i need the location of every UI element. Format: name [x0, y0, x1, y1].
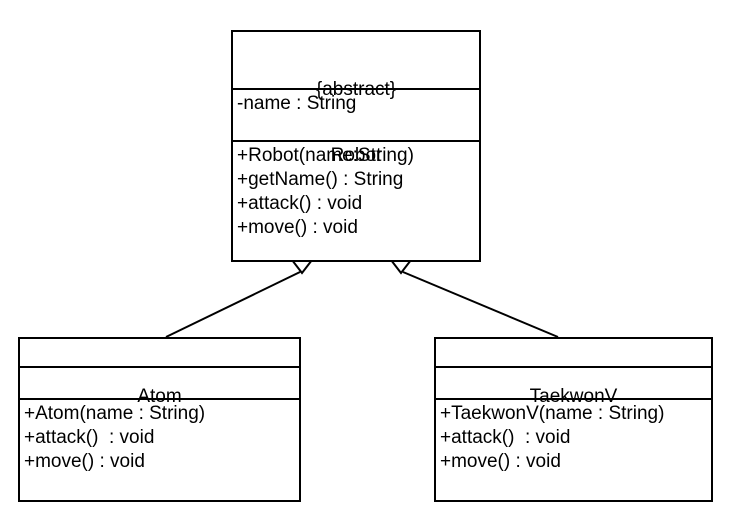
method-item: +Atom(name : String) [24, 403, 206, 424]
method-item: +TaekwonV(name : String) [440, 403, 665, 424]
class-name-atom: Atom [137, 386, 182, 407]
class-methods-atom: +Atom(name : String) +attack() : void +m… [20, 400, 299, 500]
uml-class-robot[interactable]: {abstract} Robot -name : String +Robot(n… [231, 30, 481, 262]
attribute-item: -name : String [237, 93, 357, 114]
class-attributes-robot: -name : String [233, 90, 479, 142]
class-stereotype-robot: {abstract} [315, 79, 397, 100]
method-item: +Robot(name:String) [237, 145, 414, 166]
generalization-line-taekwonv [402, 271, 559, 338]
class-header-robot: {abstract} Robot [233, 32, 479, 166]
method-item: +move() : void [237, 217, 358, 238]
method-item: +attack() : void [237, 193, 363, 214]
class-name-robot: Robot [330, 145, 382, 166]
class-header-atom: Atom [20, 339, 299, 407]
class-attributes-atom [20, 368, 299, 400]
class-methods-robot: +Robot(name:String) +getName() : String … [233, 142, 479, 260]
method-item: +getName() : String [237, 169, 404, 190]
class-name-taekwonv: TaekwonV [529, 386, 618, 407]
generalization-taekwonv-to-robot [388, 259, 559, 338]
method-item: +move() : void [24, 451, 145, 472]
generalization-line-atom [165, 271, 301, 338]
class-attributes-taekwonv [436, 368, 711, 400]
uml-class-taekwonv[interactable]: TaekwonV +TaekwonV(name : String) +attac… [434, 337, 713, 502]
class-methods-taekwonv: +TaekwonV(name : String) +attack() : voi… [436, 400, 711, 500]
method-item: +attack() : void [24, 427, 155, 448]
method-item: +move() : void [440, 451, 561, 472]
generalization-atom-to-robot [165, 259, 315, 338]
uml-class-atom[interactable]: Atom +Atom(name : String) +attack() : vo… [18, 337, 301, 502]
method-item: +attack() : void [440, 427, 571, 448]
class-header-taekwonv: TaekwonV [436, 339, 711, 407]
